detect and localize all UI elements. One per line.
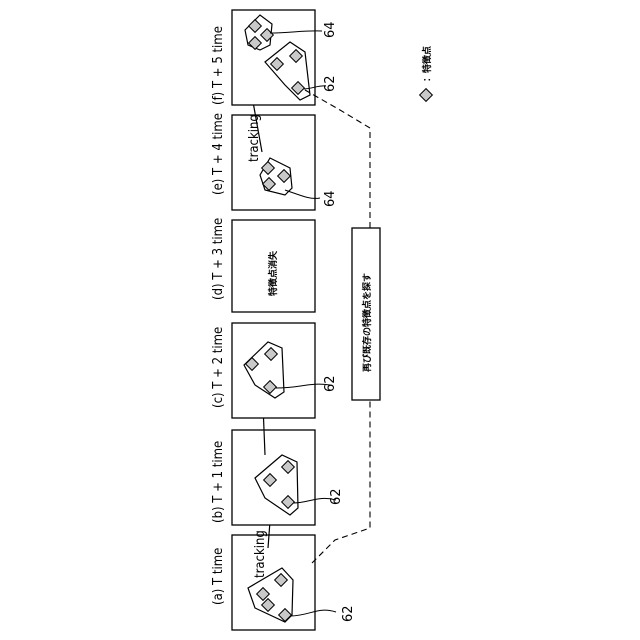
panel-b: 62	[232, 430, 344, 525]
panel-f: 64 62	[232, 10, 338, 105]
legend-feature-point-icon	[420, 89, 433, 102]
panel-e-title: (e) T + 4 time	[211, 113, 226, 195]
panel-c: 62	[232, 323, 338, 418]
panel-a: tracking 62	[232, 530, 356, 630]
panel-d: 特徴点消失	[232, 220, 315, 312]
ref-64: 64	[323, 190, 338, 207]
panel-d-title: (d) T + 3 time	[211, 218, 226, 300]
panel-c-title: (c) T + 2 time	[211, 327, 226, 408]
search-again-label: 再び既存の特徴点を探す	[361, 273, 373, 372]
ref-64: 64	[323, 21, 338, 38]
ref-62: 62	[323, 75, 338, 92]
dashed-connector-bottom	[312, 400, 370, 563]
panel-e: tracking 64	[232, 114, 338, 210]
panel-a-title: (a) T time	[211, 548, 226, 605]
legend-label: ：特徴点	[421, 46, 433, 82]
panel-f-title: (f) T + 5 time	[211, 26, 226, 105]
tracking-label: tracking	[253, 530, 268, 578]
ref-62: 62	[329, 488, 344, 505]
ref-62: 62	[341, 605, 356, 622]
feature-points-lost-label: 特徴点消失	[267, 250, 279, 296]
panel-b-title: (b) T + 1 time	[211, 441, 226, 523]
ref-62: 62	[323, 375, 338, 392]
